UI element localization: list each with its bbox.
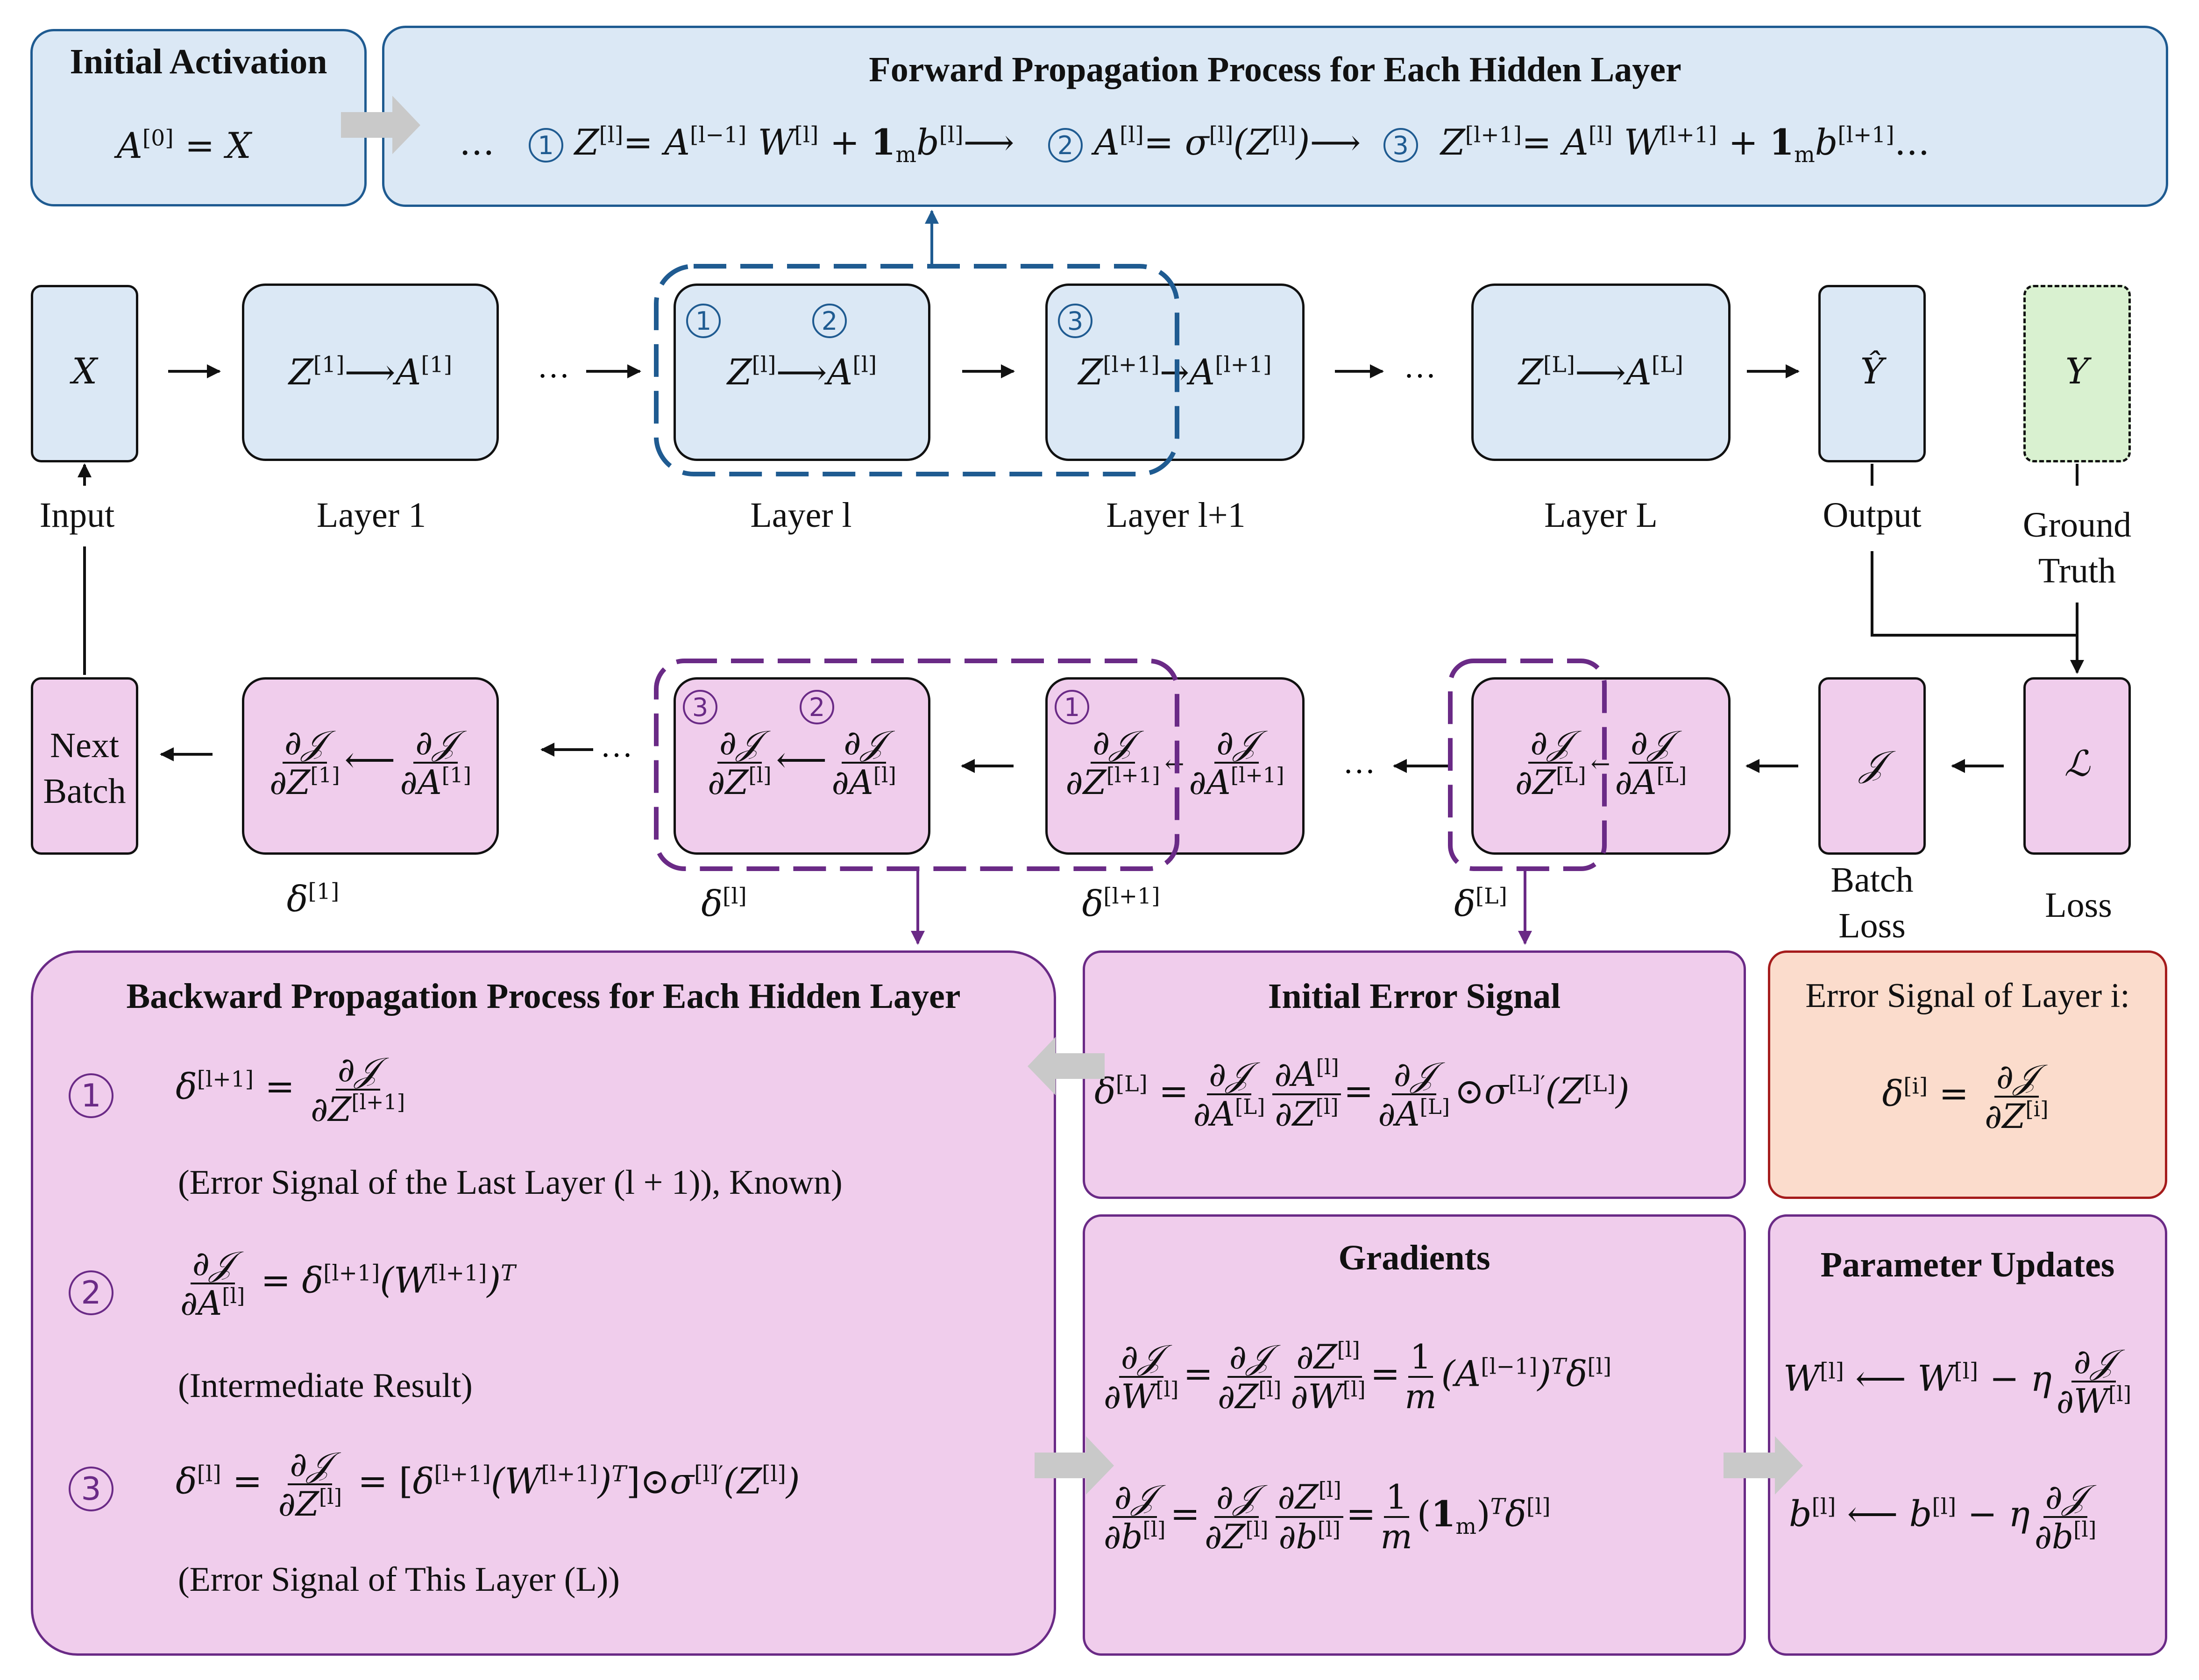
update-b-equation: b[l] ⟵ b[l] − η∂𝒥∂b[l] [1789, 1477, 2097, 1556]
gradients-title: Gradients [1338, 1238, 1490, 1277]
step-3-badge: 3 [1383, 128, 1418, 163]
next-batch-box: Next Batch [31, 677, 138, 855]
backward-eq2: ∂𝒥∂A[l] = δ[l+1](W[l+1])T [180, 1244, 516, 1323]
layer-L-expression: Z[L]⟶A[L] [1518, 351, 1683, 393]
input-x-box: X [31, 285, 138, 462]
backward-ellipsis-2: … [1343, 744, 1376, 780]
forward-propagation-box: Forward Propagation Process for Each Hid… [382, 26, 2168, 207]
label-ground-truth: Ground Truth [2022, 505, 2132, 590]
layer-l1-step-3-badge: 3 [1058, 304, 1092, 338]
backward-step-1-badge: 1 [1055, 690, 1089, 724]
initial-activation-box: Initial Activation A[0] = X [30, 29, 367, 206]
initial-error-signal-equation: δ[L] =∂𝒥∂A[L]∂A[l]∂Z[l]=∂𝒥∂A[L]⊙σ[L]′(Z[… [1094, 1055, 1630, 1134]
label-layer-l: Layer l [750, 496, 852, 535]
layer-l-plus-1-expression: Z[l+1]→A[l+1] [1078, 351, 1272, 393]
backward-eq3-badge: 3 [69, 1467, 113, 1511]
step-2-badge: 2 [1048, 128, 1083, 163]
loss-symbol: ℒ [2064, 743, 2090, 784]
label-batch-loss: Batch Loss [1830, 860, 1914, 945]
ground-truth-y-symbol: Y [2065, 350, 2089, 392]
layer-l-plus-1-box: 3 Z[l+1]→A[l+1] [1045, 284, 1305, 461]
forward-ellipsis-1: … [537, 349, 570, 385]
output-yhat-box: Ŷ [1818, 285, 1926, 462]
label-delta-l-plus-1: δ[l+1] [1082, 883, 1160, 924]
backward-step-2-badge: 2 [800, 690, 834, 724]
layer-l-step-1-badge: 1 [686, 304, 721, 338]
backward-propagation-box: Backward Propagation Process for Each Hi… [31, 950, 1056, 1656]
backward-eq1-badge: 1 [69, 1073, 113, 1118]
loss-box: ℒ [2023, 677, 2131, 855]
next-batch-label: Next Batch [43, 726, 126, 811]
backward-eq2-note: (Intermediate Result) [178, 1367, 473, 1405]
label-layer-L: Layer L [1544, 496, 1658, 535]
backward-eq2-badge: 2 [69, 1270, 113, 1315]
label-delta-1: δ[1] [286, 878, 340, 920]
backward-ellipsis-1: … [600, 728, 633, 764]
error-signal-definition-box: Error Signal of Layer i: δ[i] = ∂𝒥∂Z[i] [1768, 950, 2167, 1199]
input-x-symbol: X [71, 350, 98, 392]
backward-layer-l-box: 3 2 ∂𝒥∂Z[l]⟵∂𝒥∂A[l] [674, 677, 930, 855]
ground-truth-y-box: Y [2023, 285, 2131, 462]
label-delta-l: δ[l] [701, 883, 747, 924]
error-signal-definition-title: Error Signal of Layer i: [1805, 977, 2130, 1015]
forward-step-row: … 1 Z[l]= A[l−1] W[l] + 1mb[l]⟶ 2 A[l]= … [459, 121, 1930, 168]
forward-ellipsis-2: … [1404, 349, 1436, 385]
error-signal-definition-equation: δ[i] = ∂𝒥∂Z[i] [1882, 1057, 2049, 1136]
backward-eq3-note: (Error Signal of This Layer (L)) [178, 1560, 620, 1599]
backward-layer-1-box: ∂𝒥∂Z[1]⟵∂𝒥∂A[1] [242, 677, 499, 855]
update-w-equation: W[l] ⟵ W[l] − η∂𝒥∂W[l] [1783, 1342, 2132, 1421]
backward-layer-1-expression: ∂𝒥∂Z[1]⟵∂𝒥∂A[1] [270, 723, 471, 802]
backward-eq1: δ[l+1] = ∂𝒥∂Z[l+1] [176, 1050, 405, 1129]
forward-propagation-title: Forward Propagation Process for Each Hid… [869, 50, 1681, 89]
initial-activation-equation: A[0] = X [117, 125, 251, 166]
layer-L-box: Z[L]⟶A[L] [1471, 284, 1731, 461]
backward-layer-L-expression: ∂𝒥∂Z[L]←∂𝒥∂A[L] [1515, 723, 1687, 802]
backward-eq3: δ[l] = ∂𝒥∂Z[l] = [δ[l+1](W[l+1])T]⊙σ[l]′… [176, 1445, 800, 1524]
label-input: Input [39, 496, 115, 535]
label-delta-L: δ[L] [1454, 883, 1507, 924]
layer-l-expression: Z[l]⟶A[l] [727, 351, 877, 393]
label-output: Output [1823, 496, 1922, 535]
parameter-updates-title: Parameter Updates [1820, 1245, 2115, 1284]
label-layer-l-plus-1: Layer l+1 [1106, 496, 1246, 535]
batch-cost-box: 𝒥 [1818, 677, 1926, 855]
output-yhat-symbol: Ŷ [1860, 350, 1884, 392]
backward-layer-l-expression: ∂𝒥∂Z[l]⟵∂𝒥∂A[l] [708, 723, 896, 802]
label-loss: Loss [2045, 886, 2112, 925]
backward-layer-l-plus-1-box: 1 ∂𝒥∂Z[l+1]←∂𝒥∂A[l+1] [1045, 677, 1305, 855]
backward-eq1-note: (Error Signal of the Last Layer (l + 1))… [178, 1163, 843, 1202]
parameter-updates-box: Parameter Updates W[l] ⟵ W[l] − η∂𝒥∂W[l]… [1768, 1214, 2167, 1656]
backward-propagation-title: Backward Propagation Process for Each Hi… [126, 977, 961, 1016]
layer-l-step-2-badge: 2 [812, 304, 847, 338]
batch-cost-symbol: 𝒥 [1859, 743, 1885, 784]
initial-error-signal-title: Initial Error Signal [1268, 977, 1561, 1016]
initial-error-signal-box: Initial Error Signal δ[L] =∂𝒥∂A[L]∂A[l]∂… [1083, 950, 1746, 1199]
label-layer-1: Layer 1 [316, 496, 426, 535]
step-1-badge: 1 [528, 128, 563, 163]
backward-step-3-badge: 3 [683, 690, 717, 724]
backward-layer-L-box: ∂𝒥∂Z[L]←∂𝒥∂A[L] [1471, 677, 1731, 855]
backward-layer-l-plus-1-expression: ∂𝒥∂Z[l+1]←∂𝒥∂A[l+1] [1065, 723, 1284, 802]
layer-l-box: 1 2 Z[l]⟶A[l] [674, 284, 930, 461]
layer-1-box: Z[1]⟶A[1] [242, 284, 499, 461]
initial-activation-title: Initial Activation [70, 42, 327, 81]
layer-1-expression: Z[1]⟶A[1] [288, 351, 453, 393]
